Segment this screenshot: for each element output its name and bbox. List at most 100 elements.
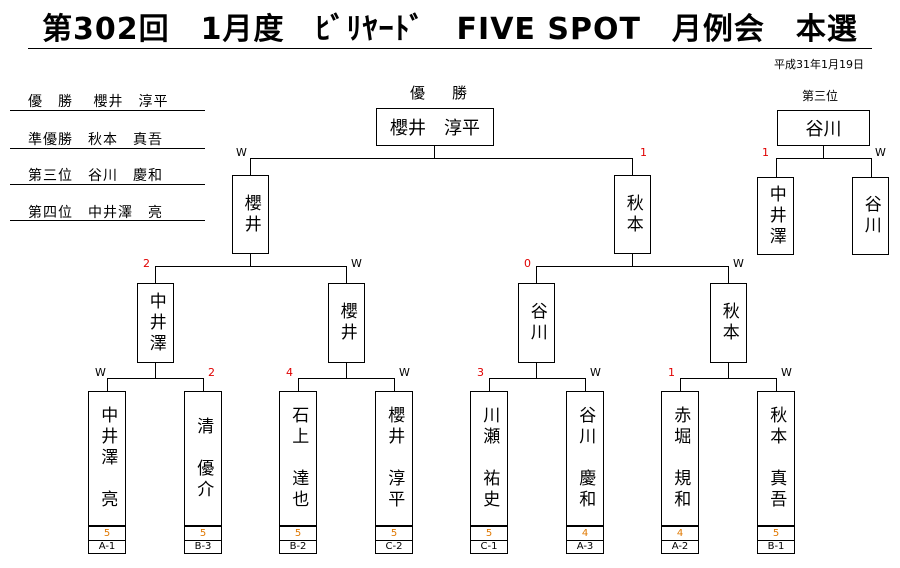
player-6-box: 谷川 慶和 [566, 391, 604, 526]
third-right-name: 谷川 [860, 195, 881, 237]
player-6-score: 4 [566, 526, 604, 540]
divider [10, 148, 205, 149]
bracket-line [250, 158, 633, 159]
bracket-line [776, 158, 872, 159]
bracket-line [394, 378, 395, 392]
player-2-seed: B-3 [184, 540, 222, 554]
bracket-line [728, 266, 729, 284]
final-right-name: 秋本 [622, 193, 643, 236]
player-7-score: 4 [661, 526, 699, 540]
player-1-name: 中井澤 亮 [97, 406, 118, 511]
bracket-line [298, 378, 299, 392]
divider [10, 220, 205, 221]
player-7-name: 赤堀 規和 [670, 406, 691, 511]
result-1: 優 勝 櫻井 淳平 [28, 91, 168, 111]
player-6-mark: W [590, 366, 601, 379]
player-8-seed: B-1 [757, 540, 795, 554]
player-3-name: 石上 達也 [288, 406, 309, 511]
champion-name: 櫻井 淳平 [390, 118, 480, 139]
divider [10, 110, 205, 111]
third-place-box: 谷川 [777, 110, 870, 146]
final-left-name: 櫻井 [240, 193, 261, 236]
player-1-seed: A-1 [88, 540, 126, 554]
bracket-line [871, 158, 872, 178]
bracket-line [434, 146, 435, 159]
player-5-mark: 3 [477, 366, 484, 379]
third-place-name: 谷川 [805, 119, 842, 140]
bracket-line [155, 266, 347, 267]
page-title: 第302回 1月度 ﾋﾞﾘﾔｰﾄﾞ FIVE SPOT 月例会 本選 [42, 12, 858, 47]
third-left-mark: 1 [762, 146, 769, 159]
semi-3-name: 谷川 [526, 302, 547, 344]
player-5-seed: C-1 [470, 540, 508, 554]
bracket-line [155, 266, 156, 284]
bracket-line [776, 378, 777, 392]
result-3: 第三位 谷川 慶和 [28, 165, 163, 185]
semi-3-box: 谷川 [518, 283, 555, 363]
divider [10, 184, 205, 185]
final-right-box: 秋本 [614, 175, 651, 254]
bracket-line [585, 378, 586, 392]
bracket-line [728, 363, 729, 379]
third-right-mark: W [875, 146, 886, 159]
player-4-seed: C-2 [375, 540, 413, 554]
semi-2-mark: W [351, 257, 362, 270]
bracket-line [536, 363, 537, 379]
player-2-name: 清 優介 [193, 416, 214, 501]
result-name: 中井澤 亮 [88, 205, 163, 221]
bracket-line [346, 363, 347, 379]
semi-1-box: 中井澤 [137, 283, 174, 363]
semi-4-mark: W [733, 257, 744, 270]
third-left-name: 中井澤 [765, 184, 786, 248]
third-place-caption: 第三位 [802, 89, 839, 103]
player-3-mark: 4 [286, 366, 293, 379]
result-place: 第三位 [28, 168, 73, 184]
third-left-box: 中井澤 [757, 177, 794, 255]
player-3-box: 石上 達也 [279, 391, 317, 526]
champion-box: 櫻井 淳平 [376, 108, 494, 146]
bracket-line [680, 378, 681, 392]
semi-2-name: 櫻井 [336, 302, 357, 344]
player-4-mark: W [399, 366, 410, 379]
player-3-seed: B-2 [279, 540, 317, 554]
player-8-box: 秋本 真吾 [757, 391, 795, 526]
result-name: 秋本 真吾 [88, 132, 163, 148]
semi-3-mark: 0 [524, 257, 531, 270]
player-1-mark: W [95, 366, 106, 379]
result-place: 準優勝 [28, 132, 73, 148]
result-2: 準優勝 秋本 真吾 [28, 129, 163, 149]
bracket-line [107, 378, 204, 379]
final-right-mark: 1 [640, 146, 647, 159]
bracket-line [823, 146, 824, 159]
player-3-score: 5 [279, 526, 317, 540]
player-8-name: 秋本 真吾 [766, 406, 787, 511]
player-2-mark: 2 [208, 366, 215, 379]
final-left-mark: W [236, 146, 247, 159]
player-2-box: 清 優介 [184, 391, 222, 526]
bracket-line [250, 254, 251, 267]
player-4-score: 5 [375, 526, 413, 540]
bracket-line [203, 378, 204, 392]
player-7-mark: 1 [668, 366, 675, 379]
final-left-box: 櫻井 [232, 175, 269, 254]
player-8-score: 5 [757, 526, 795, 540]
player-6-name: 谷川 慶和 [575, 406, 596, 511]
semi-2-box: 櫻井 [328, 283, 365, 363]
bracket-line [632, 254, 633, 267]
bracket-line [680, 378, 777, 379]
bracket-line [155, 363, 156, 379]
result-place: 第四位 [28, 205, 73, 221]
player-1-box: 中井澤 亮 [88, 391, 126, 526]
result-name: 櫻井 淳平 [93, 94, 169, 110]
bracket-line [489, 378, 490, 392]
bracket-line [346, 266, 347, 284]
bracket-line [536, 266, 537, 284]
champion-caption: 優 勝 [410, 84, 474, 102]
player-7-box: 赤堀 規和 [661, 391, 699, 526]
bracket-line [298, 378, 395, 379]
player-4-name: 櫻井 淳平 [384, 406, 405, 511]
result-name: 谷川 慶和 [88, 168, 163, 184]
player-1-score: 5 [88, 526, 126, 540]
bracket-line [776, 158, 777, 178]
result-4: 第四位 中井澤 亮 [28, 202, 163, 222]
